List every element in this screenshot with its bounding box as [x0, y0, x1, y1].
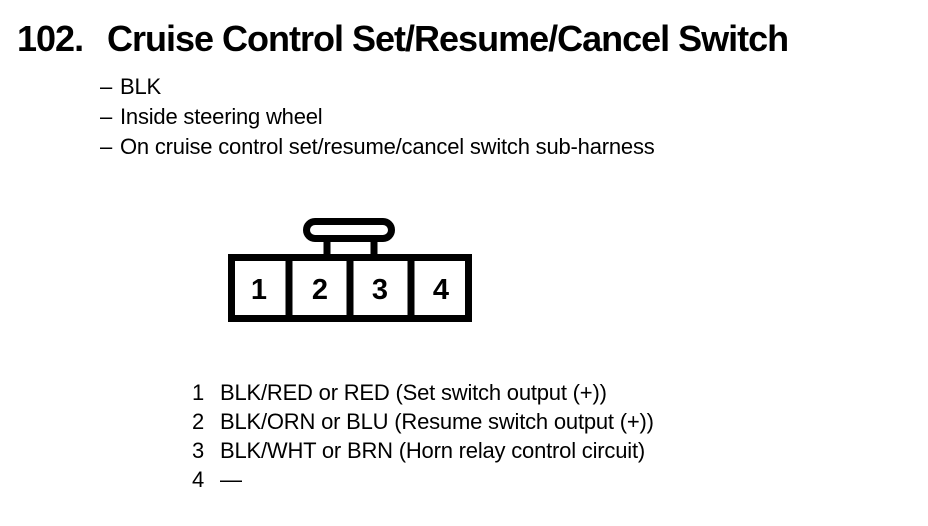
- pinout-row: 3 BLK/WHT or BRN (Horn relay control cir…: [192, 436, 654, 465]
- note-item: – On cruise control set/resume/cancel sw…: [100, 132, 655, 162]
- bullet-dash: –: [100, 104, 113, 129]
- bullet-dash: –: [100, 74, 113, 99]
- note-item: – Inside steering wheel: [100, 102, 655, 132]
- connector-diagram: 1 2 3 4: [228, 218, 472, 322]
- note-text: BLK: [120, 74, 161, 99]
- pinout-row: 1 BLK/RED or RED (Set switch output (+)): [192, 378, 654, 407]
- bullet-dash: –: [100, 134, 113, 159]
- pin-number: 3: [192, 438, 205, 463]
- pin-number: 2: [192, 409, 205, 434]
- pin-number: 4: [192, 467, 205, 492]
- pin-description: BLK/ORN or BLU (Resume switch output (+)…: [220, 409, 654, 434]
- note-text: Inside steering wheel: [120, 104, 323, 129]
- connector-latch: [303, 218, 395, 242]
- pin-number: 1: [192, 380, 205, 405]
- note-item: – BLK: [100, 72, 655, 102]
- page-title: 102. Cruise Control Set/Resume/Cancel Sw…: [17, 18, 789, 59]
- cavity-number-1: 1: [251, 274, 267, 306]
- cavity-number-4: 4: [433, 274, 449, 306]
- pinout-list: 1 BLK/RED or RED (Set switch output (+))…: [192, 378, 654, 494]
- connector-cavity-dividers: [285, 257, 415, 319]
- pin-description: —: [220, 467, 242, 492]
- connector-notes: – BLK – Inside steering wheel – On cruis…: [100, 72, 655, 162]
- title-text: Cruise Control Set/Resume/Cancel Switch: [107, 18, 789, 59]
- title-index-number: 102.: [17, 18, 84, 59]
- pinout-row: 2 BLK/ORN or BLU (Resume switch output (…: [192, 407, 654, 436]
- pinout-row: 4 —: [192, 465, 654, 494]
- pin-description: BLK/WHT or BRN (Horn relay control circu…: [220, 438, 645, 463]
- note-text: On cruise control set/resume/cancel swit…: [120, 134, 655, 159]
- cavity-number-3: 3: [372, 274, 388, 306]
- cavity-number-2: 2: [312, 274, 328, 306]
- pin-description: BLK/RED or RED (Set switch output (+)): [220, 380, 607, 405]
